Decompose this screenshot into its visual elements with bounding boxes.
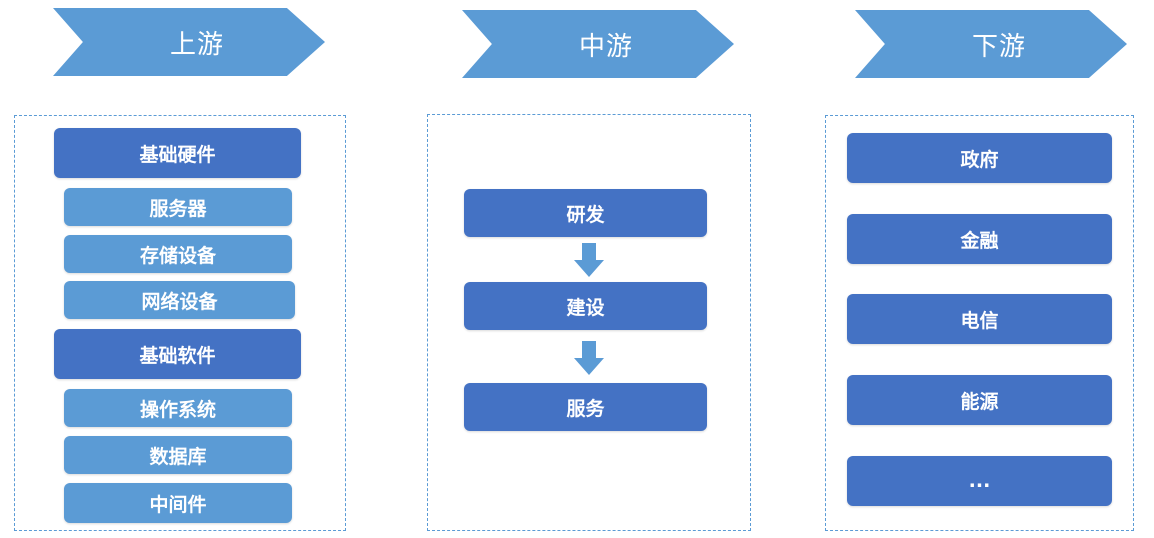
downstream-industry-box: 能源 [847, 375, 1112, 425]
midstream-step-label: 建设 [566, 296, 605, 319]
stage-downstream-label: 下游 [971, 31, 1026, 62]
software-item-box: 操作系统 [64, 389, 292, 427]
stage-downstream-chevron: 下游 [855, 10, 1127, 78]
software-item-label: 操作系统 [139, 398, 216, 421]
stage-midstream-chevron: 中游 [462, 10, 734, 78]
software-item-label: 中间件 [149, 493, 207, 516]
midstream-step-label: 研发 [566, 203, 605, 226]
stage-midstream-label: 中游 [578, 31, 633, 62]
software-item-box: 中间件 [64, 483, 292, 523]
hardware-item-label: 网络设备 [141, 290, 218, 313]
downstream-industry-box: ... [847, 456, 1112, 506]
hardware-category-label: 基础硬件 [139, 143, 216, 166]
stage-upstream-chevron: 上游 [53, 8, 325, 76]
hardware-item-box: 存储设备 [64, 235, 292, 273]
midstream-step-box: 研发 [464, 189, 707, 237]
software-item-box: 数据库 [64, 436, 292, 474]
downstream-industry-label: 政府 [960, 148, 999, 171]
hardware-item-box: 网络设备 [64, 281, 295, 319]
software-category-box: 基础软件 [54, 329, 301, 379]
software-item-label: 数据库 [149, 445, 207, 468]
midstream-step-label: 服务 [566, 397, 605, 420]
midstream-panel [427, 114, 751, 531]
down-arrow-icon [574, 243, 604, 277]
downstream-industry-box: 金融 [847, 214, 1112, 264]
downstream-industry-label: 能源 [960, 390, 999, 413]
downstream-industry-label: ... [968, 470, 991, 492]
hardware-item-label: 存储设备 [139, 244, 216, 267]
software-category-label: 基础软件 [139, 344, 216, 367]
hardware-item-box: 服务器 [64, 188, 292, 226]
downstream-industry-box: 政府 [847, 133, 1112, 183]
midstream-step-box: 建设 [464, 282, 707, 330]
downstream-industry-label: 电信 [960, 309, 999, 332]
hardware-category-box: 基础硬件 [54, 128, 301, 178]
down-arrow-icon [574, 341, 604, 375]
downstream-panel [825, 115, 1134, 531]
stage-upstream-label: 上游 [169, 29, 224, 60]
hardware-item-label: 服务器 [149, 197, 207, 220]
upstream-panel [14, 115, 346, 531]
downstream-industry-box: 电信 [847, 294, 1112, 344]
midstream-step-box: 服务 [464, 383, 707, 431]
downstream-industry-label: 金融 [960, 229, 999, 252]
